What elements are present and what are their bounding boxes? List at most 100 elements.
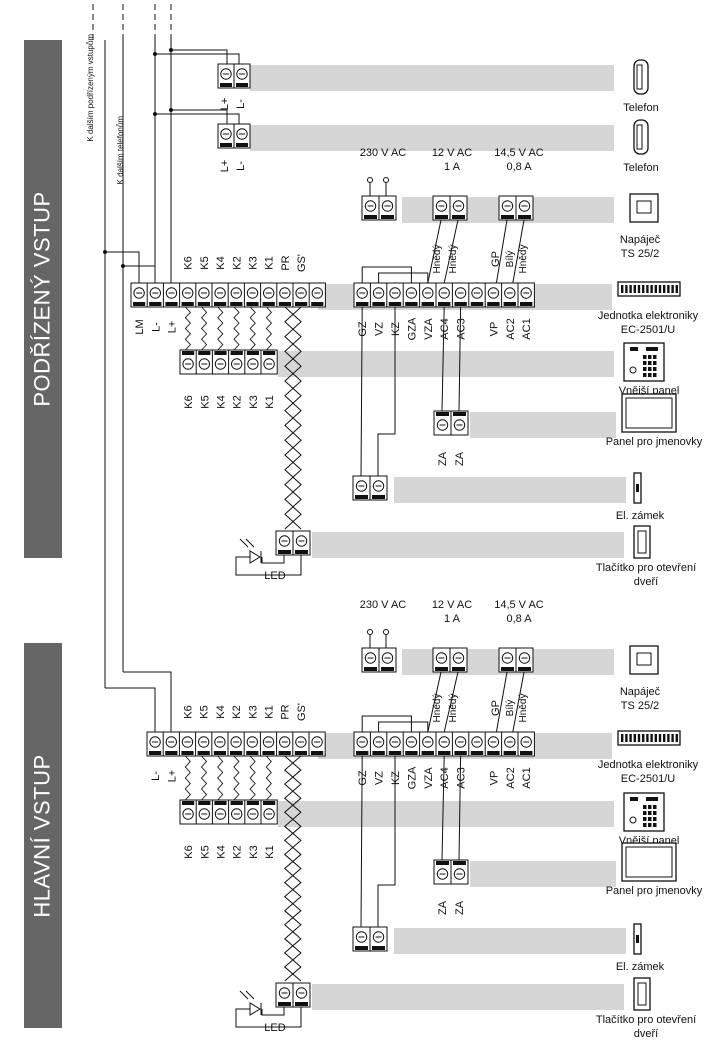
terminal-outer-panel <box>179 349 278 375</box>
wire-junction <box>153 112 157 116</box>
band-door-button <box>312 984 624 1010</box>
electronics-unit-icon-pin <box>654 285 657 293</box>
outer-panel-icon-key <box>648 811 652 815</box>
label-term-za: ZA <box>454 451 466 466</box>
label-term-ec: GZ <box>357 321 369 337</box>
section-title-main: HLAVNÍ VSTUP <box>30 753 55 918</box>
label-term-ec: VP <box>488 322 500 337</box>
electronics-unit-icon-pin <box>625 734 628 742</box>
label-term-ec: AC4 <box>439 318 451 339</box>
terminal-main-bar <box>230 751 243 755</box>
terminal-main-bar <box>295 302 308 306</box>
terminal-outer-panel-bar <box>182 801 195 805</box>
label-term-bottom: L+ <box>166 770 178 783</box>
label-12v: 12 V AC <box>432 599 472 611</box>
wire-brown-145v <box>512 671 525 733</box>
terminal-12v-bar <box>452 215 465 219</box>
terminal-145v-bar <box>501 215 514 219</box>
terminal-electronics-bar <box>356 302 369 306</box>
label-phone-2: Telefon <box>623 162 658 174</box>
electronics-unit-icon-pin <box>637 285 641 293</box>
wire-led <box>261 1007 285 1016</box>
outer-panel-icon-display <box>646 347 658 351</box>
electronics-unit-icon-pin <box>629 734 632 742</box>
band-lock <box>394 477 626 503</box>
outer-panel-icon-key <box>653 355 657 359</box>
terminal-electronics-bar <box>487 302 500 306</box>
terminal-main-bar <box>294 751 307 755</box>
electronics-unit-icon-pin <box>658 734 662 742</box>
terminal-12v-bar <box>435 667 448 671</box>
wire-junction <box>121 264 125 268</box>
lock-icon-bolt <box>636 935 639 943</box>
label-term-bottom: L- <box>150 322 162 332</box>
label-term-panel: K4 <box>216 395 228 408</box>
terminal-main-bar <box>311 302 324 306</box>
label-term-panel: K2 <box>232 395 244 408</box>
label-term-ec: AC2 <box>505 318 517 339</box>
wire-brown-12v <box>427 671 442 733</box>
terminal-main-bar <box>165 751 178 755</box>
lock-icon <box>633 923 642 955</box>
terminal-145v-bar <box>518 667 531 671</box>
label-term-top: K5 <box>199 256 211 269</box>
terminal-230v-bar <box>381 667 394 671</box>
label-term-bottom: LM <box>134 319 146 334</box>
terminal-lock-bar <box>372 495 385 499</box>
terminal-main-bar <box>246 751 259 755</box>
outer-panel-icon-key <box>648 367 652 371</box>
electronics-unit-icon-pin <box>625 285 628 293</box>
electronics-unit-icon-pin <box>663 734 666 742</box>
terminal-outer-panel-bar <box>230 801 243 805</box>
wire-bridge-gz-gza <box>361 715 412 732</box>
terminal-phone-2-bar <box>220 143 232 147</box>
label-08a: 0,8 A <box>506 161 532 173</box>
label-term-panel: K3 <box>248 395 260 408</box>
outer-panel-icon-key <box>653 823 657 827</box>
terminal-main-bar <box>278 751 291 755</box>
terminal-electronics-bar <box>503 751 516 755</box>
terminal-electronics-bar <box>421 302 434 306</box>
wire-phone-2 <box>171 109 228 124</box>
terminal-lock-bar <box>372 946 385 950</box>
terminal-electronics-bar <box>405 302 418 306</box>
band-door-button <box>312 532 624 558</box>
label-term-panel: K5 <box>199 845 211 858</box>
label-wire-brown: Hnědý <box>448 245 459 274</box>
name-panel-icon <box>621 842 677 882</box>
label-term-top: GS' <box>296 254 308 272</box>
label-1a: 1 A <box>444 613 461 625</box>
label-power-supply-model: TS 25/2 <box>621 248 660 260</box>
label-145v: 14,5 V AC <box>494 599 544 611</box>
wire-brown-12v <box>443 671 459 733</box>
terminal-230v-input <box>383 177 389 183</box>
label-term-panel: K6 <box>183 395 195 408</box>
label-145v: 14,5 V AC <box>494 147 544 159</box>
label-08a: 0,8 A <box>506 613 532 625</box>
electronics-unit-icon-pin <box>633 285 636 293</box>
terminal-230v <box>361 647 397 673</box>
wire-kz <box>377 756 396 927</box>
label-lock: El. zámek <box>616 510 665 522</box>
terminal-main <box>146 731 326 757</box>
label-electronics-unit: Jednotka elektroniky <box>598 759 699 771</box>
label-term-top: K4 <box>215 256 227 269</box>
label-power-supply-model: TS 25/2 <box>621 700 660 712</box>
outer-panel-icon-key <box>643 373 647 377</box>
label-term-top: K1 <box>264 705 276 718</box>
wire-key-pair <box>249 755 256 801</box>
outer-panel-icon-key <box>653 373 657 377</box>
terminal-145v <box>498 647 534 673</box>
led-icon <box>249 550 261 564</box>
label-phone-1: Telefon <box>623 102 658 114</box>
wire-key-pair <box>200 306 208 351</box>
label-term-ec: AC4 <box>439 767 451 788</box>
outer-panel-icon-key <box>643 361 647 365</box>
electronics-unit-icon-pin <box>675 734 678 742</box>
band-phone-2 <box>250 125 614 151</box>
label-term-panel: K2 <box>232 845 244 858</box>
label-term-ec: AC2 <box>505 767 517 788</box>
electronics-unit-icon-pin <box>642 285 645 293</box>
terminal-lock <box>352 475 388 501</box>
label-term-bottom: L+ <box>167 321 179 334</box>
